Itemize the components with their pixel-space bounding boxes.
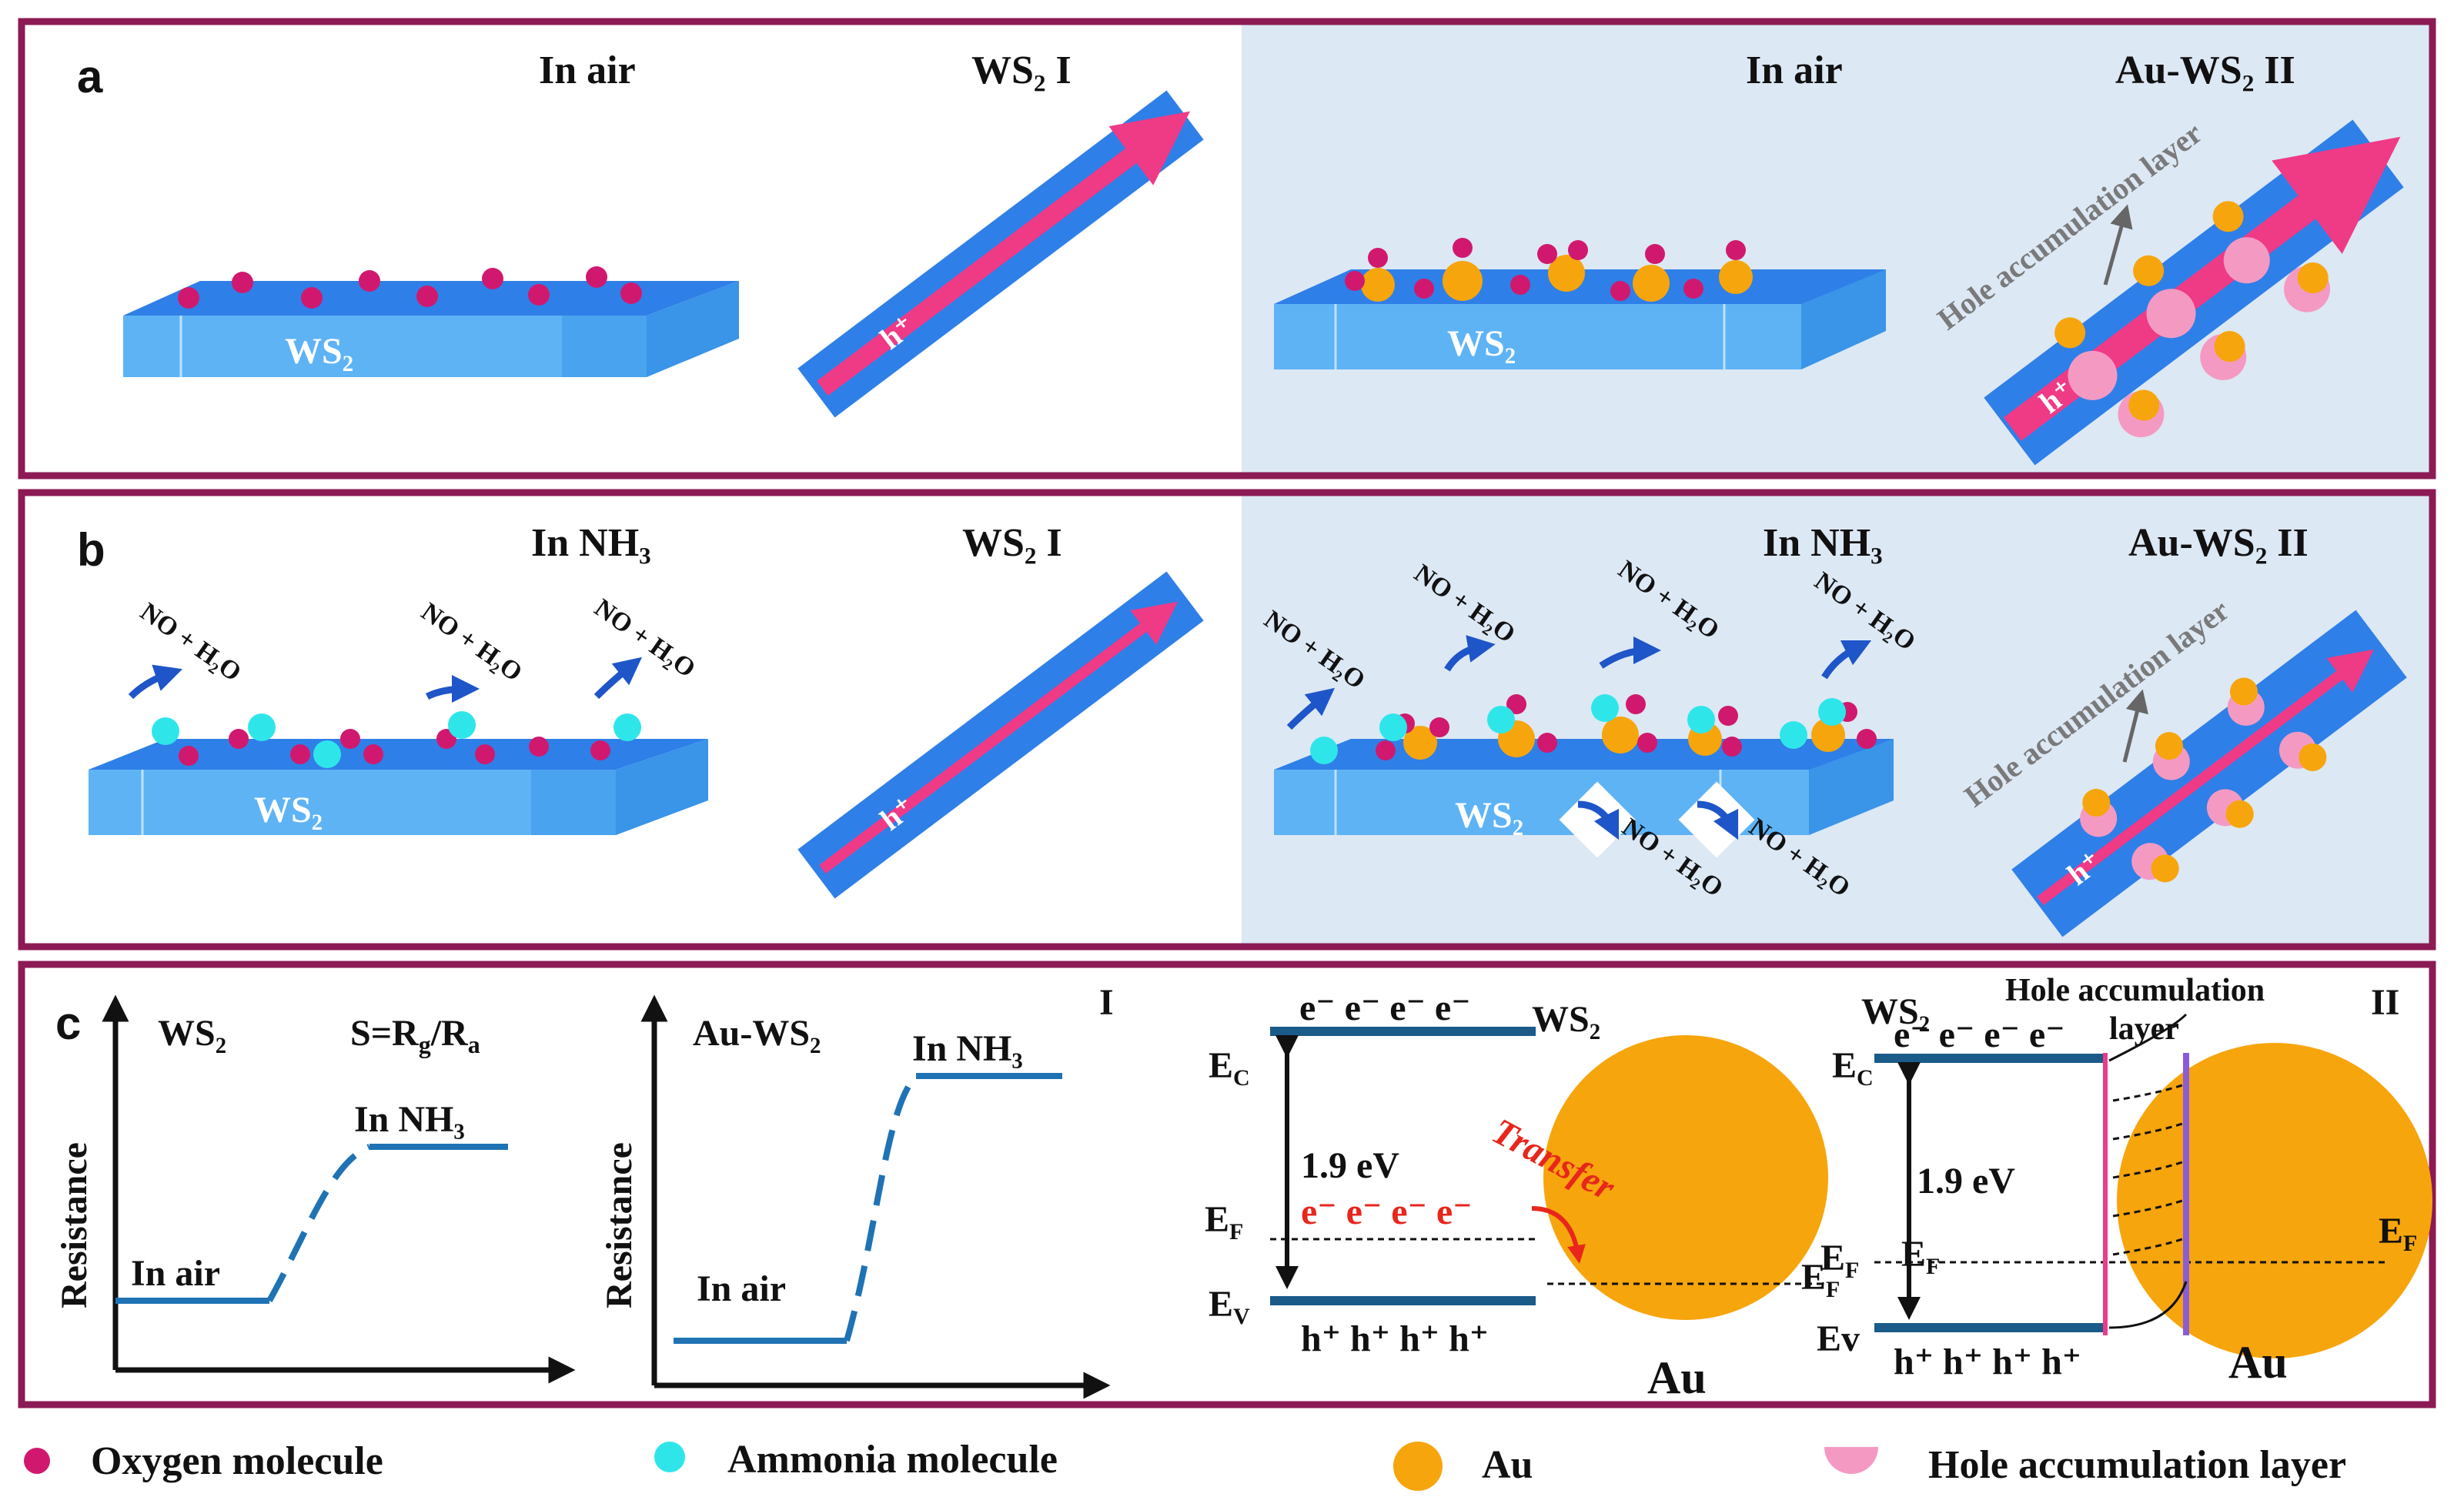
ammonia-molecules-au-b xyxy=(1310,694,1846,764)
au-ws2-channel-nh3: h⁺ xyxy=(2011,610,2407,937)
band2-hole-layer: Hole accumulation xyxy=(2005,973,2265,1008)
au-particles xyxy=(1361,255,1753,302)
ammonia-molecules-b xyxy=(152,711,641,768)
oxygen-molecules-b xyxy=(179,729,610,766)
legend-ammonia-label: Ammonia molecule xyxy=(727,1438,1058,1482)
band2-ef-au: EF xyxy=(2379,1211,2417,1256)
plot2-high-label: In NH₃ xyxy=(912,1028,1023,1069)
gas-product-1: NO + H₂O xyxy=(135,597,246,687)
band2-ef-mid: EF xyxy=(1901,1234,1940,1279)
ws2-slab-nh3-label: WS₂ xyxy=(254,790,323,830)
band1-metal: Au xyxy=(1647,1352,1707,1403)
plot2-title: Au-WS₂ xyxy=(693,1013,821,1054)
band2-electrons: e⁻ e⁻ e⁻ e⁻ xyxy=(1894,1014,2065,1055)
band2-gap: 1.9 eV xyxy=(1917,1161,2015,1201)
panel-a-mid-title: WS₂ I xyxy=(971,48,1072,92)
reaction-arrows-b xyxy=(128,657,643,703)
au-sphere-2 xyxy=(2117,1043,2432,1358)
panel-a-right-title: In air xyxy=(1746,48,1843,92)
band2-ec: EC xyxy=(1832,1045,1874,1091)
au-sphere xyxy=(1543,1035,1828,1320)
au-ws2-slab-nh3: WS₂ xyxy=(1274,739,1894,858)
hole-layer-pointer-b xyxy=(2122,689,2148,763)
au-icon xyxy=(1393,1442,1443,1491)
ev-label: EV xyxy=(1209,1284,1250,1329)
panel-c: c Resistance WS₂ S=Rg/Ra In air In NH₃ R… xyxy=(18,961,2436,1408)
ec-label: EC xyxy=(1209,1045,1250,1091)
band2-ev: Ev xyxy=(1817,1318,1860,1359)
band2-hole-layer-line2: layer xyxy=(2109,1011,2179,1047)
panel-b: b In NH₃ WS₂ I In NH₃ Au-WS₂ II WS₂ xyxy=(18,489,2436,951)
plot1-title: WS₂ xyxy=(158,1013,226,1054)
hole-layer-pointer xyxy=(2103,204,2133,286)
ylabel-plot2: Resistance xyxy=(599,1142,640,1308)
gas-product-2: NO + H₂O xyxy=(416,597,527,687)
plot2-low-label: In air xyxy=(697,1268,786,1309)
legend: Oxygen molecule Ammonia molecule Au Hole… xyxy=(24,1438,2346,1491)
panel-c-tag: c xyxy=(55,997,81,1049)
band2-holes: h⁺ h⁺ h⁺ h⁺ xyxy=(1894,1342,2081,1382)
legend-hole-layer-label: Hole accumulation layer xyxy=(1928,1443,2346,1487)
holes-label: h⁺ h⁺ h⁺ h⁺ xyxy=(1301,1318,1489,1359)
legend-au-label: Au xyxy=(1482,1443,1533,1487)
panel-b-frame xyxy=(18,489,2436,951)
panel-b-right-title: In NH₃ xyxy=(1763,521,1883,565)
panel-b-far-title: Au-WS₂ II xyxy=(2128,521,2309,565)
panel-b-left-title: In NH₃ xyxy=(531,521,651,565)
band-diagram-ws2-au: EC EF EV EF e⁻ e⁻ e⁻ e⁻ WS₂ h⁺ h⁺ h⁺ h⁺ … xyxy=(1205,987,1840,1403)
panel-b-tag: b xyxy=(77,524,105,576)
adsorbed-oxygen xyxy=(1345,238,1746,301)
resistance-plot-ws2: Resistance WS₂ S=Rg/Ra In air In NH₃ xyxy=(54,994,576,1384)
band2-mark: II xyxy=(2371,982,2399,1023)
panel-a-tag: a xyxy=(77,51,103,102)
au-ws2-slab-nh3-label: WS₂ xyxy=(1455,795,1523,836)
band2-metal: Au xyxy=(2228,1337,2288,1388)
ef-au-label: EF xyxy=(1801,1257,1840,1302)
ef-label: EF xyxy=(1205,1199,1243,1245)
panel-a-left-title: In air xyxy=(539,48,636,92)
ammonia-icon xyxy=(654,1442,685,1472)
electrons-label: e⁻ e⁻ e⁻ e⁻ xyxy=(1299,987,1471,1028)
moving-electrons: e⁻ e⁻ e⁻ e⁻ xyxy=(1301,1191,1473,1232)
oxygen-icon xyxy=(24,1448,50,1474)
au-ws2-slab-label: WS₂ xyxy=(1447,323,1516,364)
plot2-mark: I xyxy=(1099,982,1114,1023)
band2-ef: EF xyxy=(1820,1238,1859,1283)
plot1-high-label: In NH₃ xyxy=(354,1099,465,1140)
hole-layer-icon xyxy=(1824,1447,1878,1474)
band1-gap: 1.9 eV xyxy=(1301,1145,1399,1186)
band1-material: WS₂ xyxy=(1532,999,1600,1040)
au-particles-b xyxy=(1403,717,1845,760)
plot1-low-label: In air xyxy=(131,1253,220,1294)
au-ws2-channel: h⁺ xyxy=(1984,119,2404,466)
band2-material: WS₂ xyxy=(1861,991,1930,1032)
ylabel-plot1: Resistance xyxy=(54,1142,95,1308)
ws2-slab-label: WS₂ xyxy=(285,331,353,372)
transfer-arrow xyxy=(1531,1206,1586,1264)
ws2-channel: h⁺ xyxy=(797,90,1204,418)
legend-oxygen-label: Oxygen molecule xyxy=(91,1439,383,1483)
gas-product-3: NO + H₂O xyxy=(589,593,700,683)
band-diagram-au-ws2-junction: WS₂ Hole accumulation layer II e⁻ e⁻ e⁻ … xyxy=(1817,973,2432,1388)
panel-a-far-title: Au-WS₂ II xyxy=(2115,48,2295,92)
ws2-channel-nh3: h⁺ xyxy=(797,571,1204,899)
oxygen-molecules xyxy=(178,266,642,309)
panel-a-frame xyxy=(18,18,2436,480)
panel-a: a In air WS₂ I In air Au-WS₂ II WS₂ h⁺ xyxy=(18,18,2436,480)
panel-c-frame xyxy=(18,961,2436,1408)
resistance-plot-au-ws2: Resistance Au-WS₂ I In air In NH₃ xyxy=(599,982,1114,1399)
reaction-arrows-au-b xyxy=(1286,635,1872,730)
sensitivity-formula: S=Rg/Ra xyxy=(350,1013,480,1058)
panel-b-mid-title: WS₂ I xyxy=(962,521,1062,565)
